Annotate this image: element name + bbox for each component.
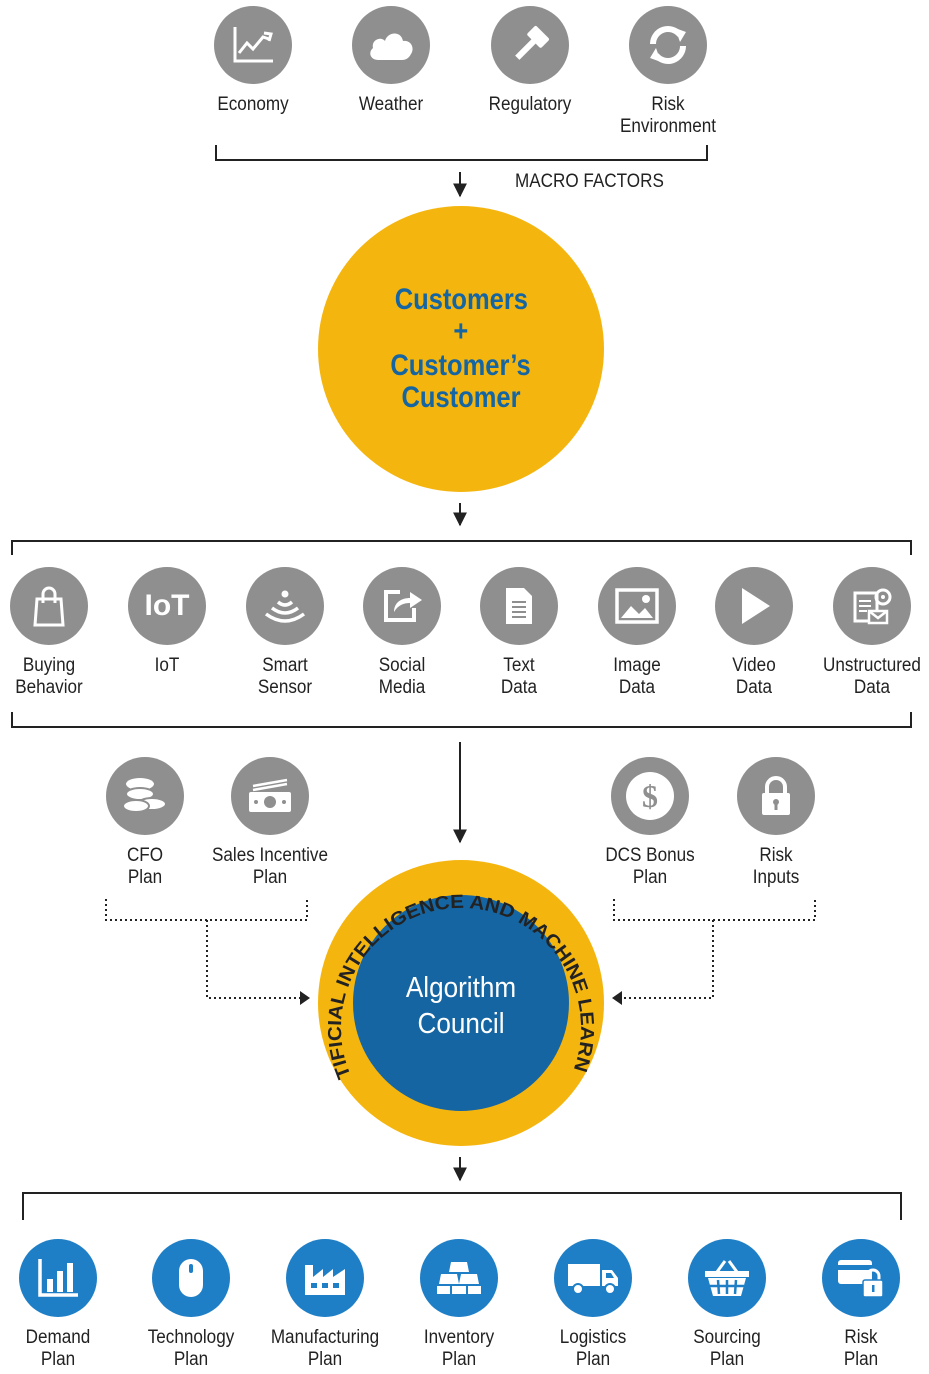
image-icon — [598, 567, 676, 645]
source-label-video-data: Video Data — [732, 655, 776, 698]
macro-label-risk-environment: Risk Environment — [619, 94, 716, 137]
coins-icon — [106, 757, 184, 835]
lock-icon — [737, 757, 815, 835]
right-dotted-bracket — [613, 899, 816, 921]
right-dotted-arrowhead — [612, 991, 622, 1005]
source-label-text-data: Text Data — [500, 655, 538, 698]
input-label-dcs-bonus-plan: DCS Bonus Plan — [605, 845, 695, 888]
plan-label-inventory: Inventory Plan — [423, 1327, 495, 1370]
plan-label-logistics: Logistics Plan — [559, 1327, 627, 1370]
truck-icon — [554, 1239, 632, 1317]
share-icon — [363, 567, 441, 645]
card-lock-icon — [822, 1239, 900, 1317]
stacked-bars-icon — [420, 1239, 498, 1317]
play-icon — [715, 567, 793, 645]
customers-line3: Customer’s — [390, 349, 532, 382]
source-label-social-media: Social Media — [378, 655, 426, 698]
right-dotted-connector — [618, 920, 714, 999]
dollar-icon: $ — [611, 757, 689, 835]
macro-label-economy: Economy — [217, 94, 289, 115]
plan-label-technology: Technology Plan — [147, 1327, 235, 1370]
cash-icon — [231, 757, 309, 835]
basket-icon — [688, 1239, 766, 1317]
macro-factors-caption: MACRO FACTORS — [515, 171, 664, 192]
sensor-waves-icon — [246, 567, 324, 645]
document-icon — [480, 567, 558, 645]
customers-circle: Customers + Customer’s Customer — [318, 206, 604, 492]
ai-ml-ring: ARTIFICIAL INTELLIGENCE AND MACHINE LEAR… — [318, 860, 604, 1146]
plan-label-manufacturing: Manufacturing Plan — [270, 1327, 380, 1370]
source-label-iot: IoT — [154, 655, 180, 676]
customers-plus: + — [453, 315, 469, 348]
source-label-unstructured-data: Unstructured Data — [823, 655, 921, 698]
cloud-icon — [352, 6, 430, 84]
algorithm-council-line1: Algorithm — [405, 972, 517, 1004]
left-dotted-arrowhead — [300, 991, 310, 1005]
algorithm-council-line2: Council — [417, 1008, 505, 1040]
macro-bracket — [215, 145, 708, 161]
bar-chart-icon — [19, 1239, 97, 1317]
left-dotted-bracket — [105, 899, 308, 921]
mouse-icon — [152, 1239, 230, 1317]
gavel-icon — [491, 6, 569, 84]
input-label-cfo-plan: CFO Plan — [126, 845, 164, 888]
customers-line1: Customers — [394, 283, 528, 316]
unstructured-data-icon — [833, 567, 911, 645]
plan-label-demand: Demand Plan — [25, 1327, 91, 1370]
plans-bracket — [22, 1192, 902, 1220]
input-label-risk-inputs: Risk Inputs — [752, 845, 800, 888]
shopping-bag-icon — [10, 567, 88, 645]
refresh-arrows-icon — [629, 6, 707, 84]
sources-bracket-top — [11, 540, 912, 555]
source-label-image-data: Image Data — [613, 655, 661, 698]
left-dotted-connector — [206, 920, 304, 999]
iot-icon: IoT — [128, 567, 206, 645]
dollar-glyph: $ — [642, 777, 658, 814]
macro-label-regulatory: Regulatory — [488, 94, 572, 115]
algorithm-council-circle — [353, 895, 569, 1111]
source-label-buying-behavior: Buying Behavior — [15, 655, 83, 698]
customers-line4: Customer — [401, 381, 521, 414]
plan-label-sourcing: Sourcing Plan — [693, 1327, 761, 1370]
algorithm-council-label: Algorithm Council — [370, 970, 552, 1042]
macro-label-weather: Weather — [358, 94, 424, 115]
plan-label-risk: Risk Plan — [843, 1327, 879, 1370]
source-label-smart-sensor: Smart Sensor — [257, 655, 313, 698]
iot-glyph: IoT — [144, 589, 190, 622]
input-label-sales-incentive-plan: Sales Incentive Plan — [212, 845, 328, 888]
sources-bracket-bottom — [11, 712, 912, 728]
factory-icon — [286, 1239, 364, 1317]
economy-chart-icon — [214, 6, 292, 84]
